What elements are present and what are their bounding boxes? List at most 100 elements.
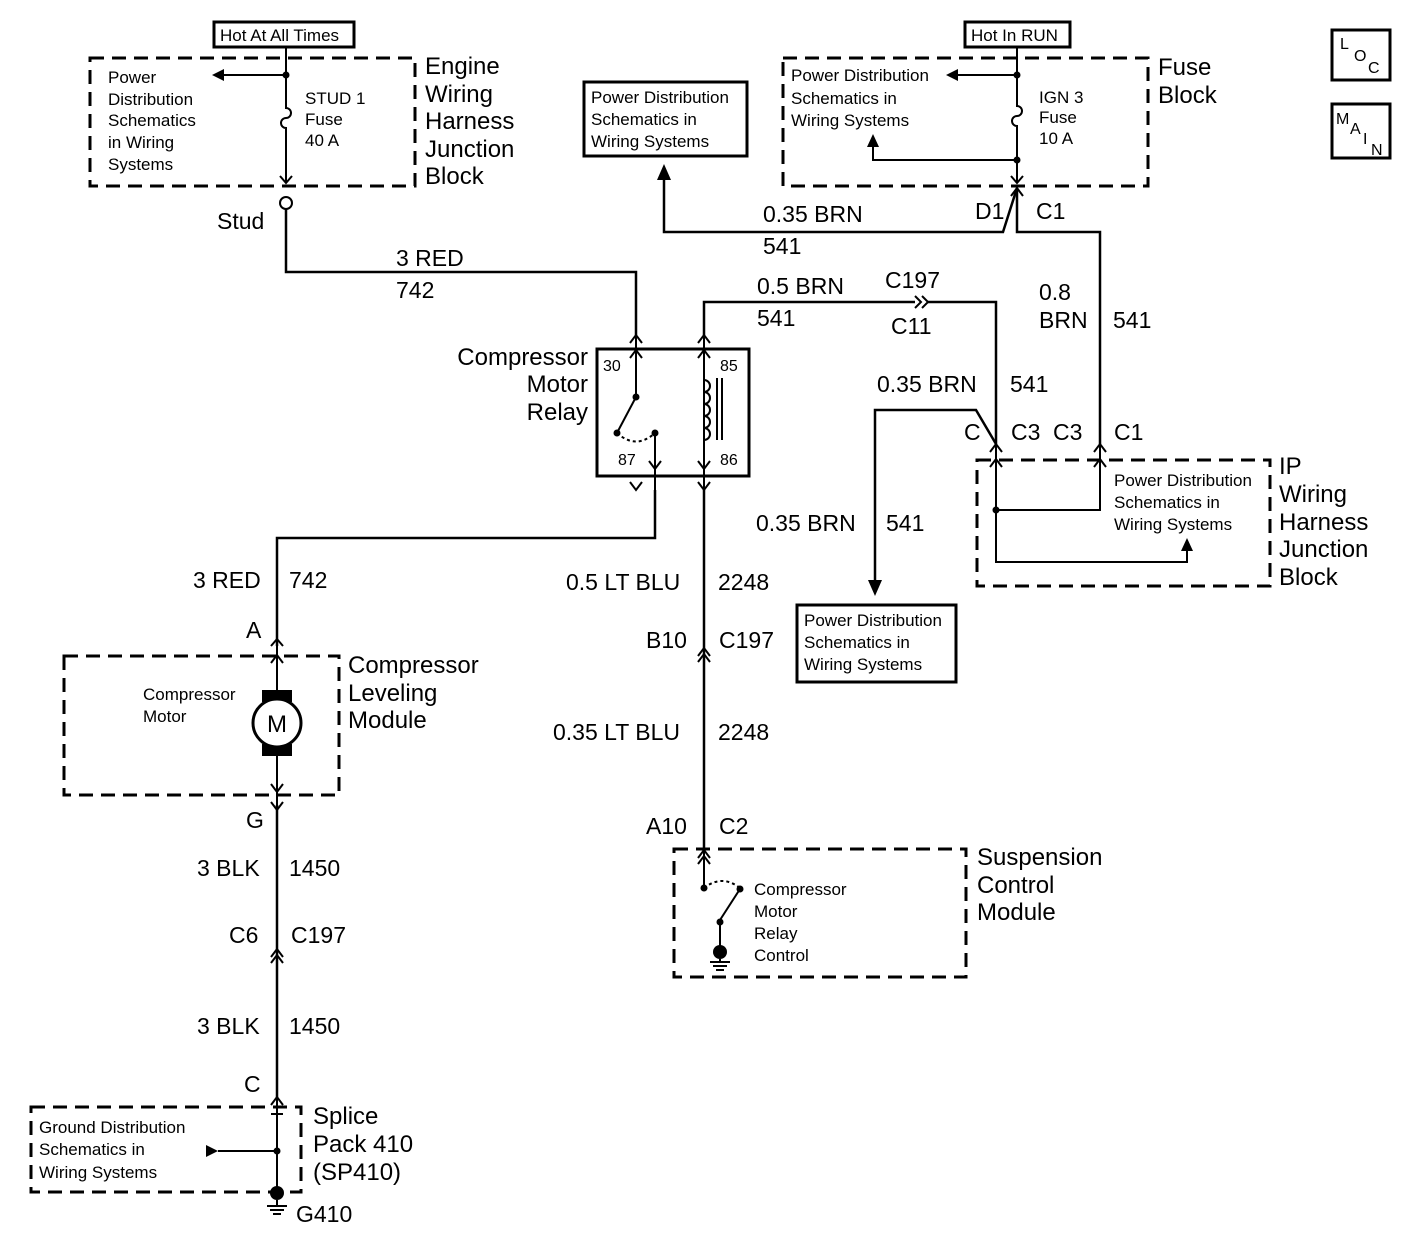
splice-ref-text: Ground Distribution Schematics in Wiring… (39, 1118, 185, 1182)
wire-label: 3 BLK (197, 1013, 260, 1039)
wire-label: 3 RED (193, 567, 261, 593)
fuse-block: Power Distribution Schematics in Wiring … (781, 47, 1150, 188)
wire-05brn-541 (702, 300, 915, 335)
wire-label: BRN (1039, 307, 1088, 333)
engine-junction-block: Power Distribution Schematics in Wiring … (88, 47, 417, 188)
wire-3red-742-lower (275, 490, 657, 646)
loc-letter: L (1340, 36, 1349, 53)
connector-label: C11 (891, 313, 932, 339)
power-distribution-ref-box-lower[interactable]: Power Distribution Schematics in Wiring … (795, 603, 958, 684)
svg-text:Junction: Junction (1279, 536, 1368, 563)
pin-label: C3 (1053, 419, 1082, 445)
svg-text:Schematics in: Schematics in (804, 633, 910, 652)
svg-text:Hot In RUN: Hot In RUN (971, 26, 1058, 45)
svg-text:Compressor: Compressor (348, 652, 479, 679)
svg-text:40 A: 40 A (305, 131, 340, 150)
wire-label: 541 (757, 305, 795, 331)
wire-label: 742 (289, 567, 327, 593)
arrow-icon (657, 164, 671, 180)
hot-in-run-label: Hot In RUN (963, 20, 1072, 49)
stud-terminal (279, 196, 293, 210)
wire-035brn-541-branch (873, 408, 998, 580)
stud1-fuse-label: STUD 1 Fuse 40 A (305, 89, 365, 150)
svg-text:Power Distribution: Power Distribution (591, 88, 729, 107)
wire-label: 1450 (289, 1013, 340, 1039)
svg-text:Compressor: Compressor (143, 685, 236, 704)
wire-label: 1450 (289, 855, 340, 881)
wire-label: 2248 (718, 569, 769, 595)
relay-control-switch-icon (719, 888, 741, 921)
svg-text:Leveling: Leveling (348, 680, 437, 707)
relay-name: Compressor Motor Relay (457, 344, 588, 426)
arrow-icon (867, 134, 879, 147)
main-letter: N (1371, 142, 1383, 159)
splice-pack-410: Ground Distribution Schematics in Wiring… (29, 1098, 303, 1194)
ip-block-ref-text: Power Distribution Schematics in Wiring … (1114, 471, 1252, 534)
arrow-icon (946, 69, 958, 81)
svg-text:Fuse: Fuse (1158, 54, 1211, 81)
wire-label: 0.5 BRN (757, 273, 844, 299)
wire-label: 742 (396, 277, 434, 303)
pin-label: 87 (618, 452, 636, 469)
splice-name: Splice Pack 410 (SP410) (313, 1103, 413, 1186)
arrow-icon (1181, 538, 1193, 551)
ip-block-name: IP Wiring Harness Junction Block (1279, 453, 1368, 591)
scm-name: Suspension Control Module (977, 844, 1102, 926)
svg-text:Wiring Systems: Wiring Systems (791, 111, 909, 130)
pin-label: C1 (1036, 198, 1065, 224)
connector-label: C197 (885, 267, 940, 293)
svg-text:Power Distribution: Power Distribution (804, 611, 942, 630)
wire-label: 3 BLK (197, 855, 260, 881)
svg-text:Fuse: Fuse (305, 110, 343, 129)
svg-text:Compressor: Compressor (754, 880, 847, 899)
svg-text:Module: Module (977, 899, 1056, 926)
connector-label: C2 (719, 813, 748, 839)
pin-label: 86 (720, 452, 738, 469)
hot-at-all-times-label: Hot At All Times (212, 20, 356, 49)
svg-text:Module: Module (348, 707, 427, 734)
svg-text:Harness: Harness (425, 108, 514, 135)
svg-text:Relay: Relay (754, 924, 798, 943)
motor-symbol: M (267, 711, 287, 738)
svg-text:Compressor: Compressor (457, 344, 588, 371)
connector-label: B10 (646, 627, 687, 653)
svg-text:Block: Block (1158, 82, 1218, 109)
wire-label: 541 (1010, 371, 1048, 397)
power-distribution-ref-box-top[interactable]: Power Distribution Schematics in Wiring … (582, 80, 749, 158)
svg-text:Schematics in: Schematics in (591, 110, 697, 129)
wire-label: 0.5 LT BLU (566, 569, 680, 595)
svg-text:Wiring Systems: Wiring Systems (1114, 515, 1232, 534)
pin-label: C3 (1011, 419, 1040, 445)
svg-text:Wiring: Wiring (1279, 481, 1347, 508)
wire-3red-742-top (284, 209, 638, 335)
wire-label: 2248 (718, 719, 769, 745)
svg-text:Systems: Systems (108, 155, 173, 174)
stud-label: Stud (217, 208, 264, 234)
pin-label: D1 (975, 198, 1004, 224)
pin-label: C (964, 419, 981, 445)
connector-label: C (244, 1071, 261, 1097)
svg-text:Block: Block (1279, 564, 1339, 591)
connector-label: A10 (646, 813, 687, 839)
arrow-icon (868, 580, 882, 596)
svg-text:Fuse: Fuse (1039, 108, 1077, 127)
clm-name: Compressor Leveling Module (348, 652, 479, 734)
svg-text:Power: Power (108, 68, 157, 87)
svg-text:Suspension: Suspension (977, 844, 1102, 871)
wire-label: 3 RED (396, 245, 464, 271)
svg-text:Wiring Systems: Wiring Systems (591, 132, 709, 151)
svg-text:Junction: Junction (425, 136, 514, 163)
loc-button[interactable]: L O C (1330, 28, 1392, 82)
main-button[interactable]: M A I N (1330, 102, 1392, 160)
suspension-control-module: Compressor Motor Relay Control (672, 847, 968, 979)
stud1-fuse-symbol (280, 47, 292, 182)
wire-label: 0.35 BRN (763, 201, 863, 227)
svg-text:Schematics in: Schematics in (39, 1140, 145, 1159)
svg-text:Schematics in: Schematics in (1114, 493, 1220, 512)
wire-label: 0.8 (1039, 279, 1071, 305)
wire-08brn-541-c1 (1015, 188, 1102, 444)
arrow-icon (206, 1145, 218, 1157)
svg-text:Ground Distribution: Ground Distribution (39, 1118, 185, 1137)
wire-label: 0.35 LT BLU (553, 719, 680, 745)
